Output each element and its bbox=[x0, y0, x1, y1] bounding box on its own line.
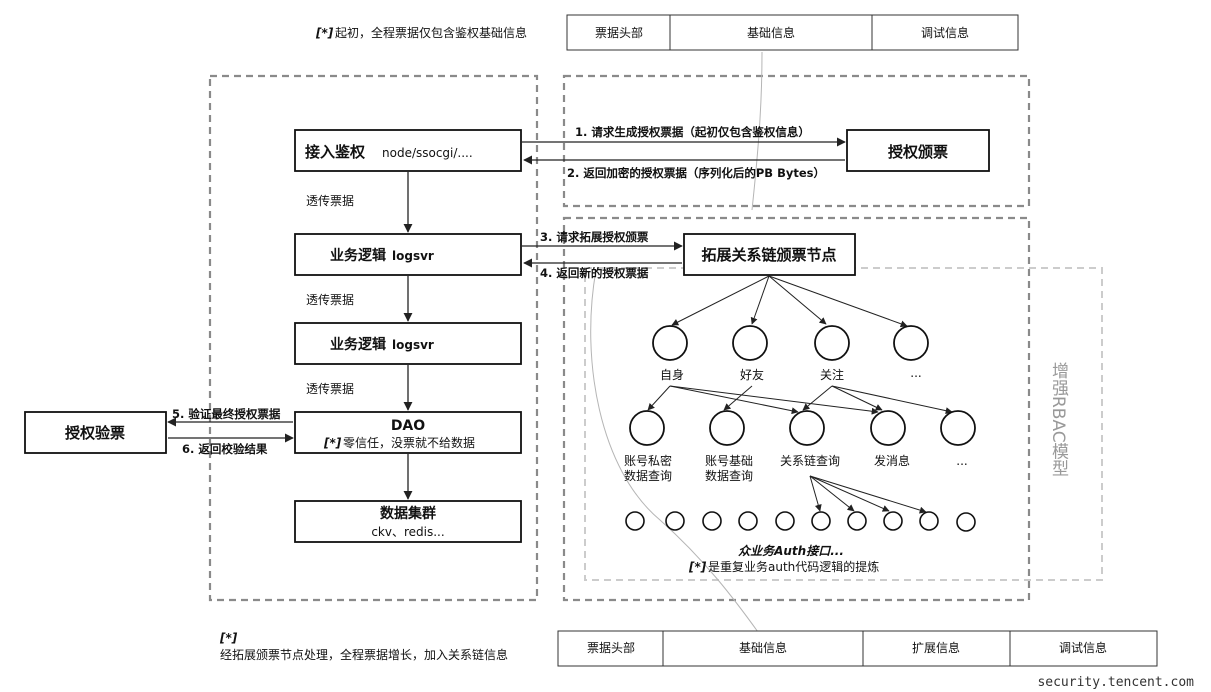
tree-label-private-1: 账号私密 bbox=[624, 453, 672, 468]
tree-node-more-2 bbox=[940, 410, 976, 446]
tree-node-self bbox=[652, 325, 688, 361]
access-auth-box: 接入鉴权 node/ssocgi/.... bbox=[294, 129, 522, 172]
dao-title: DAO bbox=[391, 418, 425, 434]
ext-node-title: 拓展关系链颁票节点 bbox=[701, 246, 836, 264]
data-cluster-sub: ckv、redis... bbox=[371, 525, 444, 539]
issue-region bbox=[562, 74, 1031, 208]
bottom-strip-connector bbox=[590, 269, 759, 633]
top-strip-header: 票据头部 bbox=[595, 25, 643, 40]
tree-footer-note: 是重复业务auth代码逻辑的提炼 bbox=[708, 559, 879, 574]
tree-edges bbox=[647, 275, 953, 514]
auth-issue-box: 授权颁票 bbox=[846, 129, 990, 172]
tree-label-basic-1: 账号基础 bbox=[705, 454, 753, 468]
tree-node-message bbox=[870, 410, 906, 446]
tree-node-follow bbox=[814, 325, 850, 361]
tree-label-more: ... bbox=[910, 366, 921, 380]
arrow-3-label: 3. 请求拓展授权颁票 bbox=[540, 230, 649, 244]
dao-note: 零信任，没票就不给数据 bbox=[343, 435, 475, 450]
tree-label-message: 发消息 bbox=[874, 453, 910, 468]
passthrough-label-3: 透传票据 bbox=[306, 381, 354, 396]
passthrough-label-2: 透传票据 bbox=[306, 292, 354, 307]
top-ticket-strip: 票据头部 基础信息 调试信息 bbox=[566, 14, 1019, 51]
tree-node-relation bbox=[789, 410, 825, 446]
logic-box-2: 业务逻辑 logsvr bbox=[294, 322, 522, 365]
tree-label-more-2: ... bbox=[956, 454, 967, 468]
tree-label-self: 自身 bbox=[660, 367, 684, 382]
tree-node-friend bbox=[732, 325, 768, 361]
arrow-5-label: 5. 验证最终授权票据 bbox=[172, 407, 281, 421]
tree-level-1 bbox=[652, 325, 929, 361]
tree-label-basic-2: 数据查询 bbox=[705, 468, 753, 483]
auth-issue-title: 授权颁票 bbox=[888, 143, 948, 161]
dao-box: DAO [*] 零信任，没票就不给数据 bbox=[294, 411, 522, 454]
bottom-note-marker: [*] bbox=[219, 631, 238, 645]
bottom-strip-header: 票据头部 bbox=[587, 640, 635, 655]
auth-verify-box: 授权验票 bbox=[24, 411, 167, 454]
top-strip-debug: 调试信息 bbox=[921, 25, 969, 40]
bottom-strip-ext: 扩展信息 bbox=[912, 640, 960, 655]
top-note-marker: [*] bbox=[315, 26, 334, 40]
arrow-1-label: 1. 请求生成授权票据（起初仅包含鉴权信息） bbox=[575, 125, 810, 139]
rbac-label: 增强RBAC模型 bbox=[1048, 362, 1069, 477]
logic-1-sub: logsvr bbox=[392, 249, 434, 263]
tree-label-private-2: 数据查询 bbox=[624, 468, 672, 483]
dao-marker: [*] bbox=[323, 436, 342, 450]
access-auth-title: 接入鉴权 bbox=[305, 143, 366, 161]
tree-level-2 bbox=[629, 410, 976, 446]
tree-node-basic bbox=[709, 410, 745, 446]
data-cluster-title: 数据集群 bbox=[380, 505, 436, 522]
tree-label-relation: 关系链查询 bbox=[780, 453, 840, 468]
bottom-ticket-strip: 票据头部 基础信息 扩展信息 调试信息 bbox=[557, 630, 1158, 667]
logic-2-title: 业务逻辑 bbox=[330, 336, 386, 353]
tree-footer-marker: [*] bbox=[688, 560, 707, 574]
bottom-strip-basic: 基础信息 bbox=[739, 640, 787, 655]
tree-node-private bbox=[629, 410, 665, 446]
passthrough-label-1: 透传票据 bbox=[306, 193, 354, 208]
tree-footer: 众业务Auth接口... bbox=[738, 544, 844, 558]
logic-box-1: 业务逻辑 logsvr bbox=[294, 233, 522, 276]
bottom-note-text: 经拓展颁票节点处理，全程票据增长，加入关系链信息 bbox=[220, 647, 508, 662]
bottom-strip-debug: 调试信息 bbox=[1059, 640, 1107, 655]
access-auth-sub: node/ssocgi/.... bbox=[382, 146, 473, 160]
logic-1-title: 业务逻辑 bbox=[330, 247, 386, 264]
ext-region bbox=[562, 216, 1031, 602]
logic-2-sub: logsvr bbox=[392, 338, 434, 352]
arrow-4-label: 4. 返回新的授权票据 bbox=[540, 266, 649, 280]
ext-node-box: 拓展关系链颁票节点 bbox=[683, 233, 856, 276]
tree-leaves bbox=[625, 511, 976, 532]
arrow-6-label: 6. 返回校验结果 bbox=[182, 442, 268, 456]
arrow-2-label: 2. 返回加密的授权票据（序列化后的PB Bytes） bbox=[567, 166, 825, 180]
watermark: security.tencent.com bbox=[1037, 675, 1194, 690]
data-cluster-box: 数据集群 ckv、redis... bbox=[294, 500, 522, 543]
top-strip-connector bbox=[751, 51, 763, 211]
tree-label-follow: 关注 bbox=[820, 367, 844, 382]
left-region bbox=[208, 74, 539, 602]
top-note-text: 起初，全程票据仅包含鉴权基础信息 bbox=[335, 25, 527, 40]
top-strip-basic: 基础信息 bbox=[747, 25, 795, 40]
auth-verify-title: 授权验票 bbox=[65, 424, 125, 442]
tree-node-more bbox=[893, 325, 929, 361]
tree-label-friend: 好友 bbox=[740, 368, 764, 382]
